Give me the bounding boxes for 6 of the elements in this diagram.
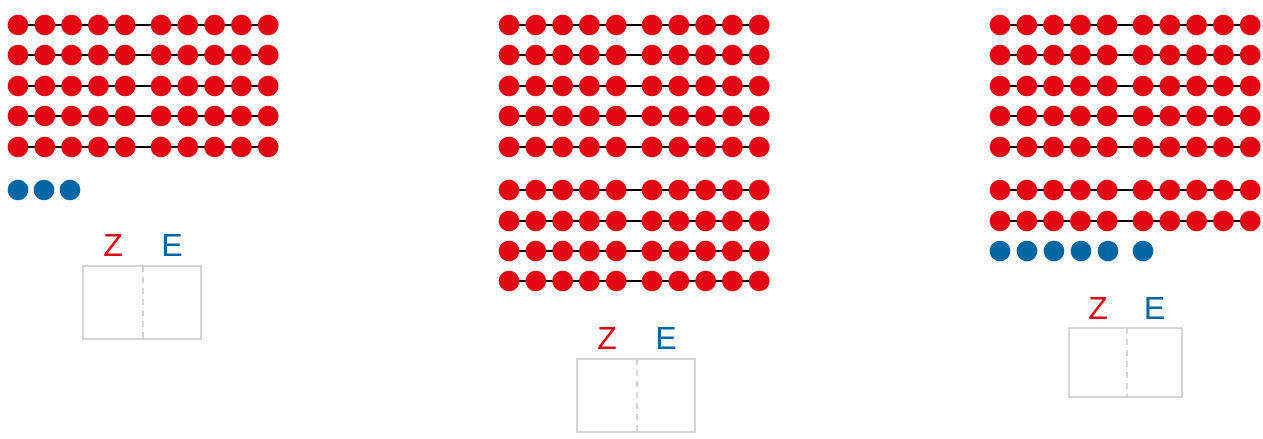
place-value-label: Z xyxy=(598,327,616,349)
place-value-label: E xyxy=(657,327,676,349)
place-value-label: E xyxy=(163,234,182,256)
place-value-label: Z xyxy=(1089,297,1107,319)
place-value-label: Z xyxy=(104,234,122,256)
place-value-label: E xyxy=(1146,297,1164,319)
